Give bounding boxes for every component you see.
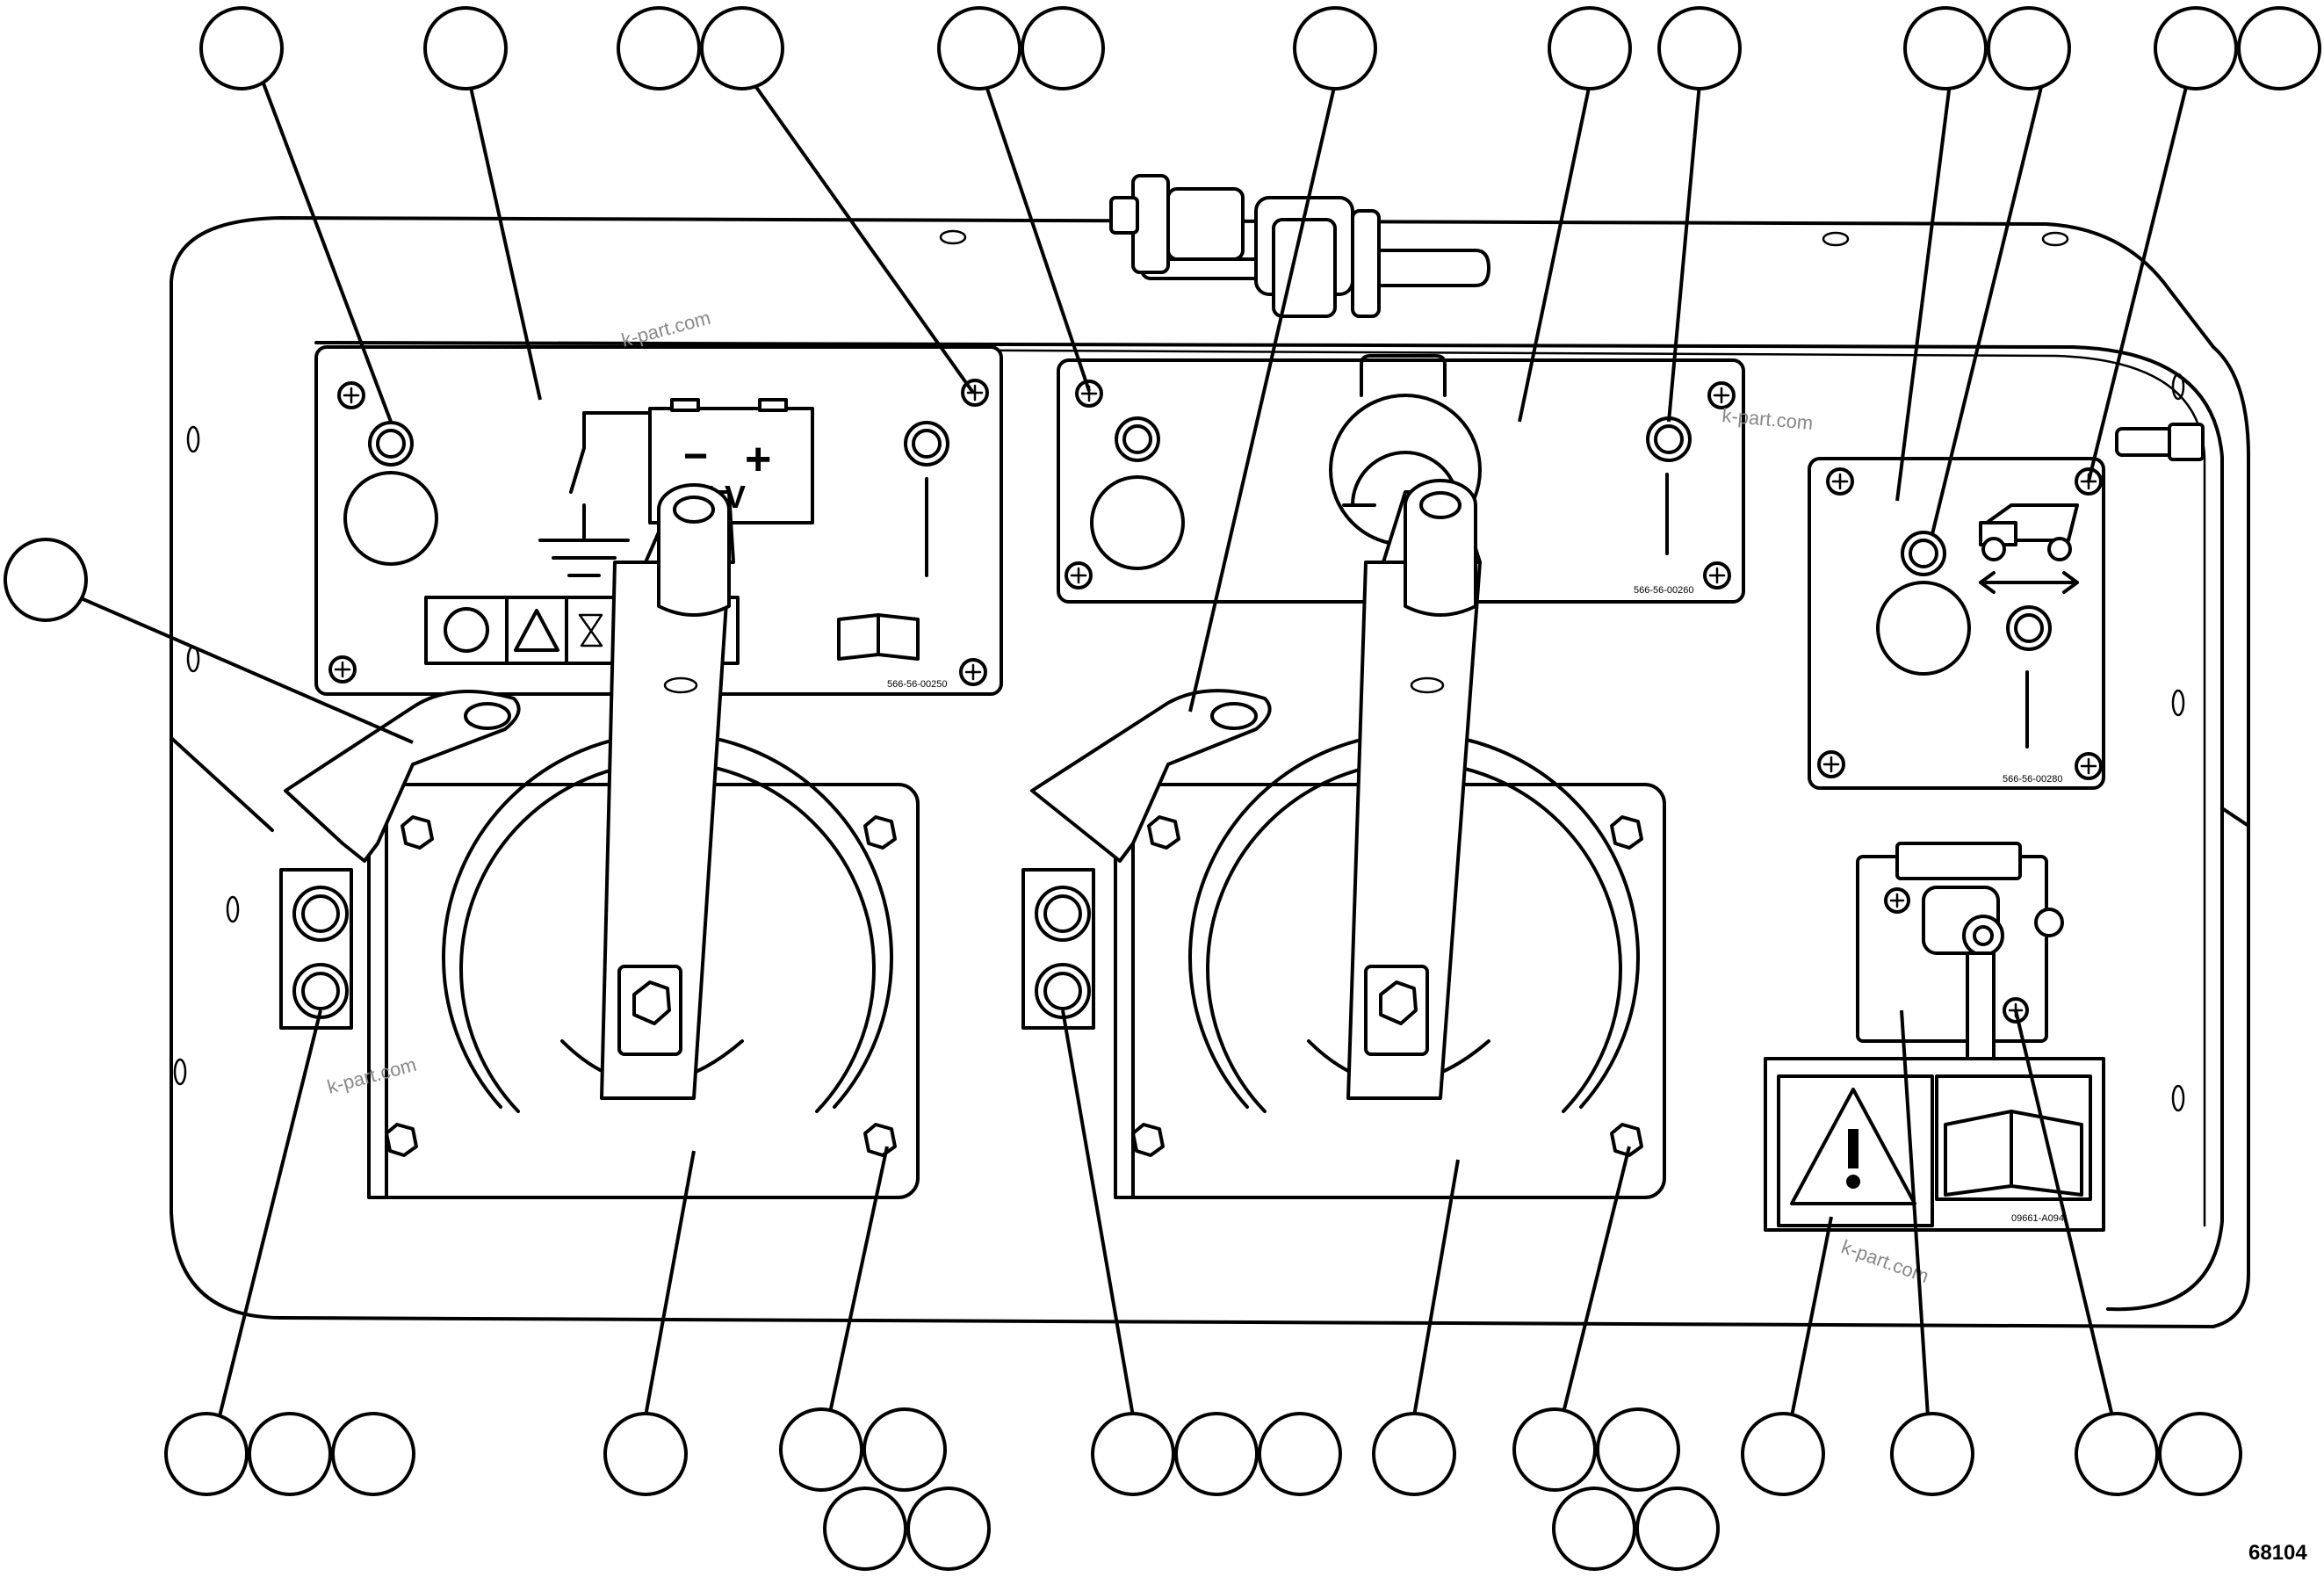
right-dump-plate: 566-56-00280 — [1808, 457, 2105, 790]
leader-lines — [78, 82, 2189, 1417]
manual-book-icon — [837, 613, 920, 661]
screw-icon — [328, 655, 357, 684]
callout-circle — [937, 6, 1021, 90]
switch-knob-seat — [1876, 581, 1971, 676]
lever-grip-body — [657, 510, 731, 617]
callout-circle — [1372, 1412, 1456, 1496]
callout-circle — [862, 1407, 947, 1492]
timer-icon — [578, 613, 603, 647]
callout-circle — [248, 1412, 332, 1496]
indicator-lamp — [1646, 416, 1692, 462]
double-arrow-icon — [1979, 571, 2079, 594]
screw-icon — [1065, 561, 1093, 590]
hex-bolt-icon — [1131, 1123, 1165, 1157]
callout-circle — [700, 6, 784, 90]
top-mount-bracket — [1109, 174, 1490, 318]
decal-code-left: 566-56-00250 — [887, 679, 948, 690]
callout-circle — [1548, 6, 1632, 90]
warning-decal: 09661-A094 — [1764, 1057, 2105, 1232]
decal-code-right: 566-56-00280 — [2003, 774, 2063, 785]
indicator-lamp — [368, 421, 414, 467]
callout-circle — [1552, 1487, 1636, 1571]
callout-circle — [1903, 6, 1988, 90]
lever-grip-body — [1404, 505, 1477, 617]
manual-book-icon — [1944, 1110, 2083, 1197]
callout-circle — [2075, 1412, 2159, 1496]
callout-circle — [1635, 1487, 1720, 1571]
push-button — [292, 963, 349, 1019]
decal-code-bottom: 09661-A094 — [2011, 1213, 2064, 1224]
callout-circle — [1174, 1412, 1259, 1496]
callout-circle — [1091, 1412, 1175, 1496]
callout-circle — [2154, 6, 2238, 90]
warning-triangle-icon — [514, 609, 559, 652]
callout-circle — [164, 1412, 249, 1496]
screw-icon — [1075, 380, 1103, 408]
push-button — [1035, 963, 1091, 1019]
battery-plus-label: + — [745, 434, 771, 485]
callout-circle — [1596, 1407, 1680, 1492]
callout-circle — [1890, 1412, 1974, 1496]
indicator-lamp — [1115, 416, 1160, 462]
left-lever-unit — [279, 483, 920, 1199]
indicator-lamp — [2006, 605, 2052, 651]
lock-latch — [1030, 689, 1272, 863]
callout-circle — [2158, 1412, 2242, 1496]
hex-bolt-icon — [863, 815, 897, 850]
right-lever-unit — [1021, 479, 1666, 1199]
callout-circle — [1293, 6, 1377, 90]
callout-layer — [4, 6, 2321, 1571]
screw-icon — [1884, 887, 1910, 914]
screw-icon — [959, 658, 987, 686]
callout-circle — [823, 1487, 907, 1571]
callout-circle — [1512, 1407, 1597, 1492]
screw-icon — [1707, 381, 1736, 409]
decal-code-middle: 566-56-00260 — [1634, 585, 1694, 596]
callout-circle — [1258, 1412, 1342, 1496]
callout-circle — [1021, 6, 1105, 90]
callout-circle — [1987, 6, 2071, 90]
callout-circle — [603, 1412, 688, 1496]
callout-circle — [1741, 1412, 1825, 1496]
screw-icon — [1826, 467, 1854, 496]
callout-circle — [423, 6, 508, 90]
callout-circle — [199, 6, 284, 90]
lock-latch — [284, 690, 521, 863]
callout-circle — [4, 538, 88, 622]
parking-latch-unit — [1856, 842, 2064, 1078]
callout-circle — [2237, 6, 2321, 90]
figure-number: 68104 — [2248, 1541, 2307, 1565]
indicator-lamp — [1901, 531, 1946, 576]
hex-bolt-icon — [1610, 1123, 1643, 1157]
callout-circle — [617, 6, 701, 90]
push-button — [1035, 886, 1091, 942]
callout-circle — [1657, 6, 1742, 90]
switch-knob-seat — [343, 471, 438, 566]
screw-icon — [337, 381, 365, 409]
battery-minus-label: − — [683, 433, 708, 480]
push-button — [292, 886, 349, 942]
switch-knob-seat — [1090, 475, 1185, 570]
callout-circle — [779, 1407, 863, 1492]
pivot-hex-icon — [1379, 980, 1418, 1025]
screw-icon — [1703, 561, 1731, 590]
screw-icon — [1817, 750, 1845, 778]
side-bolt — [2115, 423, 2205, 461]
callout-circle — [331, 1412, 415, 1496]
indicator-lamp — [444, 607, 489, 653]
pivot-hex-icon — [632, 980, 671, 1025]
hex-bolt-icon — [1610, 815, 1643, 850]
callout-circle — [906, 1487, 991, 1571]
dump-truck-icon — [1979, 503, 2079, 561]
indicator-lamp — [904, 421, 949, 467]
hex-bolt-icon — [401, 815, 434, 850]
hex-bolt-icon — [1147, 815, 1180, 850]
hex-bolt-icon — [385, 1123, 418, 1157]
screw-icon — [2075, 752, 2103, 780]
hex-bolt-icon — [863, 1123, 897, 1157]
